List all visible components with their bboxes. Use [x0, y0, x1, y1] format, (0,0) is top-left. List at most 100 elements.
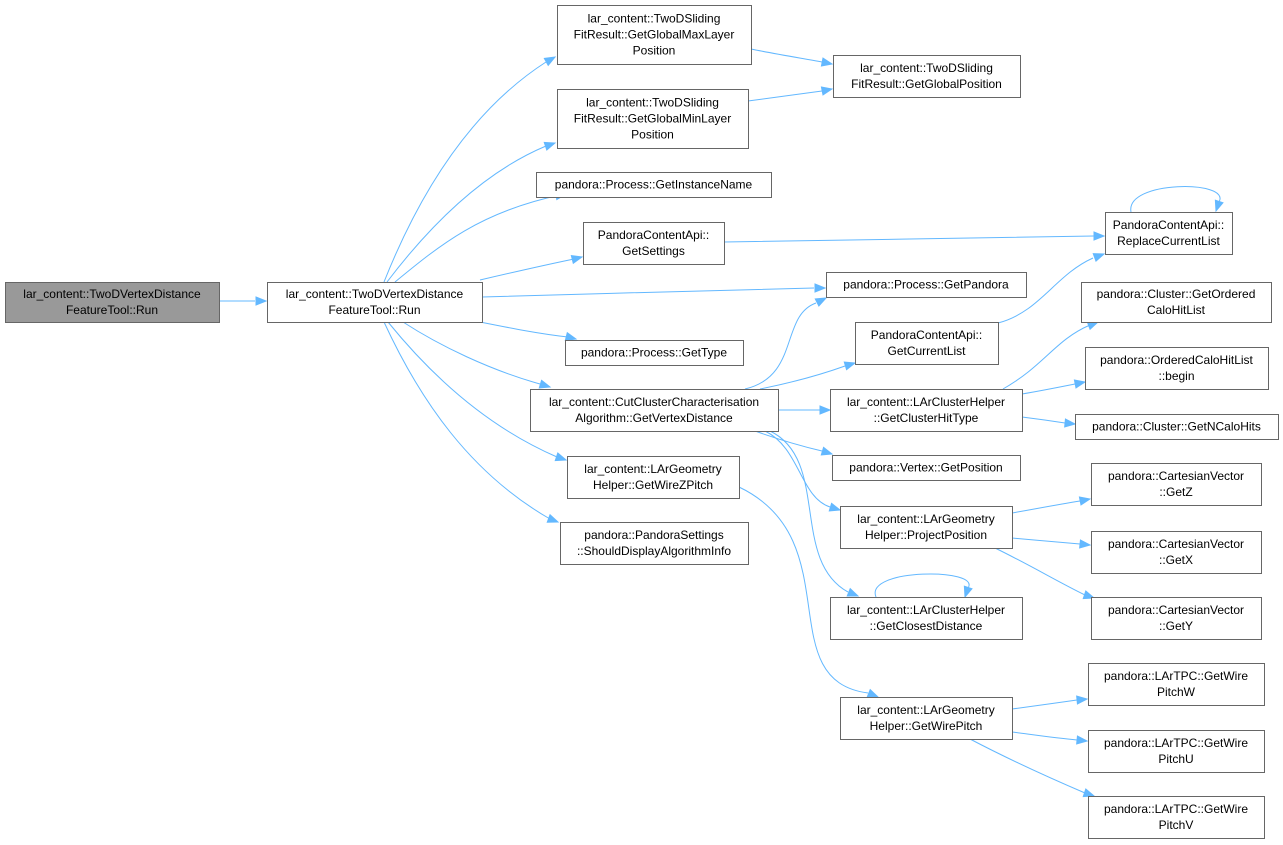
arrowhead-icon: [538, 379, 552, 389]
node-closestdist[interactable]: lar_content::LArClusterHelper::GetCloses…: [830, 597, 1023, 640]
node-box: [1081, 282, 1272, 323]
edge-line: [769, 430, 849, 593]
node-label: ::begin: [1158, 369, 1194, 383]
node-gety[interactable]: pandora::CartesianVector::GetY: [1091, 597, 1262, 640]
nodes-layer: lar_content::TwoDVertexDistanceFeatureTo…: [5, 5, 1279, 839]
edge-cutcluster-to-currentlist: [759, 361, 857, 390]
node-label: PandoraContentApi::: [598, 228, 709, 242]
arrowhead-icon: [814, 297, 828, 307]
node-label: Helper::GetWireZPitch: [593, 478, 713, 492]
arrowhead-icon: [820, 446, 834, 456]
arrowhead-icon: [820, 86, 834, 96]
node-label: CaloHitList: [1147, 303, 1206, 317]
node-label: ::GetX: [1159, 553, 1193, 567]
node-getpandora[interactable]: pandora::Process::GetPandora: [826, 272, 1027, 298]
arrowhead-icon: [963, 585, 973, 599]
edge-wirepitch-to-wirepitchu: [1011, 731, 1089, 745]
edge-closestdist-to-closestdist: [874, 573, 973, 599]
node-label: PandoraContentApi::: [871, 328, 982, 342]
node-globalpos[interactable]: lar_content::TwoDSlidingFitResult::GetGl…: [833, 55, 1021, 98]
node-label: pandora::CartesianVector: [1108, 469, 1244, 483]
node-label: lar_content::LArGeometry: [584, 462, 721, 476]
node-label: lar_content::TwoDSliding: [588, 12, 721, 26]
node-gettype[interactable]: pandora::Process::GetType: [565, 340, 744, 366]
edge-line: [723, 235, 1095, 243]
arrowhead-icon: [1079, 539, 1092, 549]
edge-line: [479, 258, 575, 281]
node-box: [5, 282, 220, 323]
arrowhead-icon: [1073, 379, 1087, 389]
edge-line: [874, 573, 970, 598]
node-ncalohits[interactable]: pandora::Cluster::GetNCaloHits: [1075, 414, 1279, 440]
node-getx[interactable]: pandora::CartesianVector::GetX: [1091, 531, 1262, 574]
arrowhead-icon: [846, 587, 860, 597]
edge-root-to-run: [218, 296, 268, 306]
arrowhead-icon: [543, 56, 557, 67]
node-label: pandora::Cluster::GetNCaloHits: [1092, 420, 1261, 434]
arrowhead-icon: [1078, 496, 1092, 506]
node-box: [267, 282, 483, 323]
node-instname[interactable]: pandora::Process::GetInstanceName: [536, 172, 772, 198]
arrowhead-icon: [1092, 253, 1106, 263]
node-label: pandora::CartesianVector: [1108, 603, 1244, 617]
node-box: [567, 456, 740, 499]
node-label: lar_content::TwoDSliding: [586, 96, 719, 110]
arrowhead-icon: [1064, 418, 1077, 428]
node-replace[interactable]: PandoraContentApi::ReplaceCurrentList: [1105, 212, 1233, 255]
node-label: FeatureTool::Run: [66, 303, 158, 317]
arrowhead-icon: [820, 57, 834, 67]
edge-line: [1011, 699, 1078, 710]
edge-run-to-wirez: [387, 321, 568, 462]
node-wirepitch[interactable]: lar_content::LArGeometryHelper::GetWireP…: [840, 697, 1013, 740]
node-label: PitchV: [1159, 818, 1194, 832]
node-box: [840, 506, 1013, 549]
node-maxlayer[interactable]: lar_content::TwoDSlidingFitResult::GetGl…: [557, 5, 752, 65]
node-minlayer[interactable]: lar_content::TwoDSlidingFitResult::GetGl…: [557, 89, 749, 149]
arrowhead-icon: [866, 688, 880, 698]
node-getz[interactable]: pandora::CartesianVector::GetZ: [1091, 463, 1262, 506]
node-label: Position: [631, 128, 674, 142]
node-settings[interactable]: PandoraContentApi::GetSettings: [583, 222, 725, 265]
node-run[interactable]: lar_content::TwoDVertexDistanceFeatureTo…: [267, 282, 483, 323]
edge-run-to-getpandora: [481, 283, 827, 298]
node-box: [1091, 463, 1262, 506]
node-label: pandora::OrderedCaloHitList: [1100, 353, 1253, 367]
arrowhead-icon: [1082, 788, 1096, 798]
node-label: pandora::LArTPC::GetWire: [1104, 669, 1248, 683]
node-label: ::GetClosestDistance: [870, 619, 983, 633]
node-label: pandora::Process::GetType: [581, 346, 727, 360]
edge-line: [1021, 383, 1076, 395]
arrowhead-icon: [1076, 735, 1089, 745]
edge-line: [383, 321, 551, 520]
node-wirez[interactable]: lar_content::LArGeometryHelper::GetWireZ…: [567, 456, 740, 499]
node-begin[interactable]: pandora::OrderedCaloHitList::begin: [1085, 347, 1269, 390]
arrowhead-icon: [255, 296, 268, 306]
node-label: ::GetY: [1159, 619, 1193, 633]
node-projectpos[interactable]: lar_content::LArGeometryHelper::ProjectP…: [840, 506, 1013, 549]
node-currentlist[interactable]: PandoraContentApi::GetCurrentList: [855, 322, 999, 365]
node-label: GetSettings: [622, 244, 685, 258]
node-box: [840, 697, 1013, 740]
edge-cutcluster-to-vertexpos: [754, 430, 834, 456]
arrowhead-icon: [554, 452, 568, 462]
node-displayalg[interactable]: pandora::PandoraSettings::ShouldDisplayA…: [560, 522, 749, 565]
edge-projectpos-to-getx: [1011, 537, 1092, 549]
node-label: lar_content::TwoDVertexDistance: [286, 287, 464, 301]
node-label: lar_content::LArClusterHelper: [847, 395, 1005, 409]
node-box: [855, 322, 999, 365]
node-label: pandora::CartesianVector: [1108, 537, 1244, 551]
node-cutcluster[interactable]: lar_content::CutClusterCharacterisationA…: [530, 389, 779, 432]
node-label: Algorithm::GetVertexDistance: [575, 411, 733, 425]
edge-cutcluster-to-closestdist: [769, 430, 860, 597]
node-label: FitResult::GetGlobalMinLayer: [574, 112, 731, 126]
arrowhead-icon: [814, 283, 827, 293]
edge-line: [402, 321, 541, 385]
edge-cutcluster-to-clusterhittype: [778, 405, 832, 415]
node-clusterhittype[interactable]: lar_content::LArClusterHelper::GetCluste…: [830, 389, 1023, 432]
node-vertexpos[interactable]: pandora::Vertex::GetPosition: [832, 455, 1021, 481]
edge-line: [764, 430, 831, 508]
